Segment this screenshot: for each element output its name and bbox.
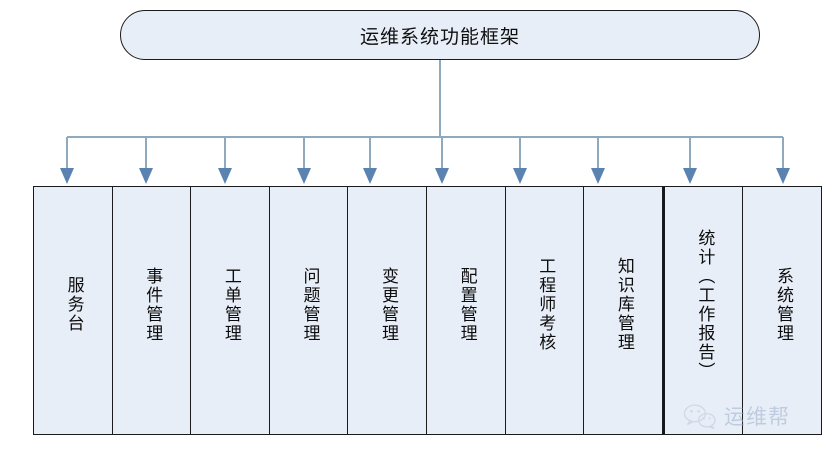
module-box-system-management[interactable]: 系统管理 — [743, 187, 821, 434]
module-box-problem-management[interactable]: 问题管理 — [269, 187, 349, 434]
arrow-head-9 — [683, 168, 697, 184]
module-box-engineer-assessment[interactable]: 工程师考核 — [505, 187, 585, 434]
module-label: 统计（工作报告） — [694, 228, 715, 381]
module-label: 服务台 — [63, 276, 84, 333]
module-box-knowledge-base-management[interactable]: 知识库管理 — [584, 187, 663, 434]
module-boxes-row: 服务台 事件管理 工单管理 问题管理 变更管理 配置管理 工程师考核 知识库管理… — [33, 186, 822, 435]
diagram-title-text: 运维系统功能框架 — [359, 25, 520, 48]
arrow-head-2 — [139, 168, 153, 184]
module-box-service-desk[interactable]: 服务台 — [34, 187, 113, 434]
arrow-head-3 — [218, 168, 232, 184]
arrow-head-8 — [591, 168, 605, 184]
arrow-head-5 — [363, 168, 377, 184]
module-label: 知识库管理 — [613, 257, 634, 352]
module-box-work-order-management[interactable]: 工单管理 — [191, 187, 270, 434]
module-label: 配置管理 — [456, 266, 477, 343]
module-label: 事件管理 — [142, 266, 163, 343]
module-box-statistics-report[interactable]: 统计（工作报告） — [662, 187, 744, 434]
module-label: 工单管理 — [220, 266, 241, 343]
module-label: 变更管理 — [378, 266, 399, 343]
diagram-title-node: 运维系统功能框架 — [120, 10, 760, 60]
module-box-incident-management[interactable]: 事件管理 — [112, 187, 192, 434]
arrow-head-1 — [60, 168, 74, 184]
arrow-head-10 — [776, 168, 790, 184]
arrow-head-4 — [297, 168, 311, 184]
arrow-head-7 — [513, 168, 527, 184]
module-label: 工程师考核 — [535, 257, 556, 352]
module-box-configuration-management[interactable]: 配置管理 — [426, 187, 506, 434]
module-label: 问题管理 — [299, 266, 320, 343]
module-label: 系统管理 — [773, 266, 794, 343]
arrow-head-6 — [435, 168, 449, 184]
module-box-change-management[interactable]: 变更管理 — [348, 187, 427, 434]
